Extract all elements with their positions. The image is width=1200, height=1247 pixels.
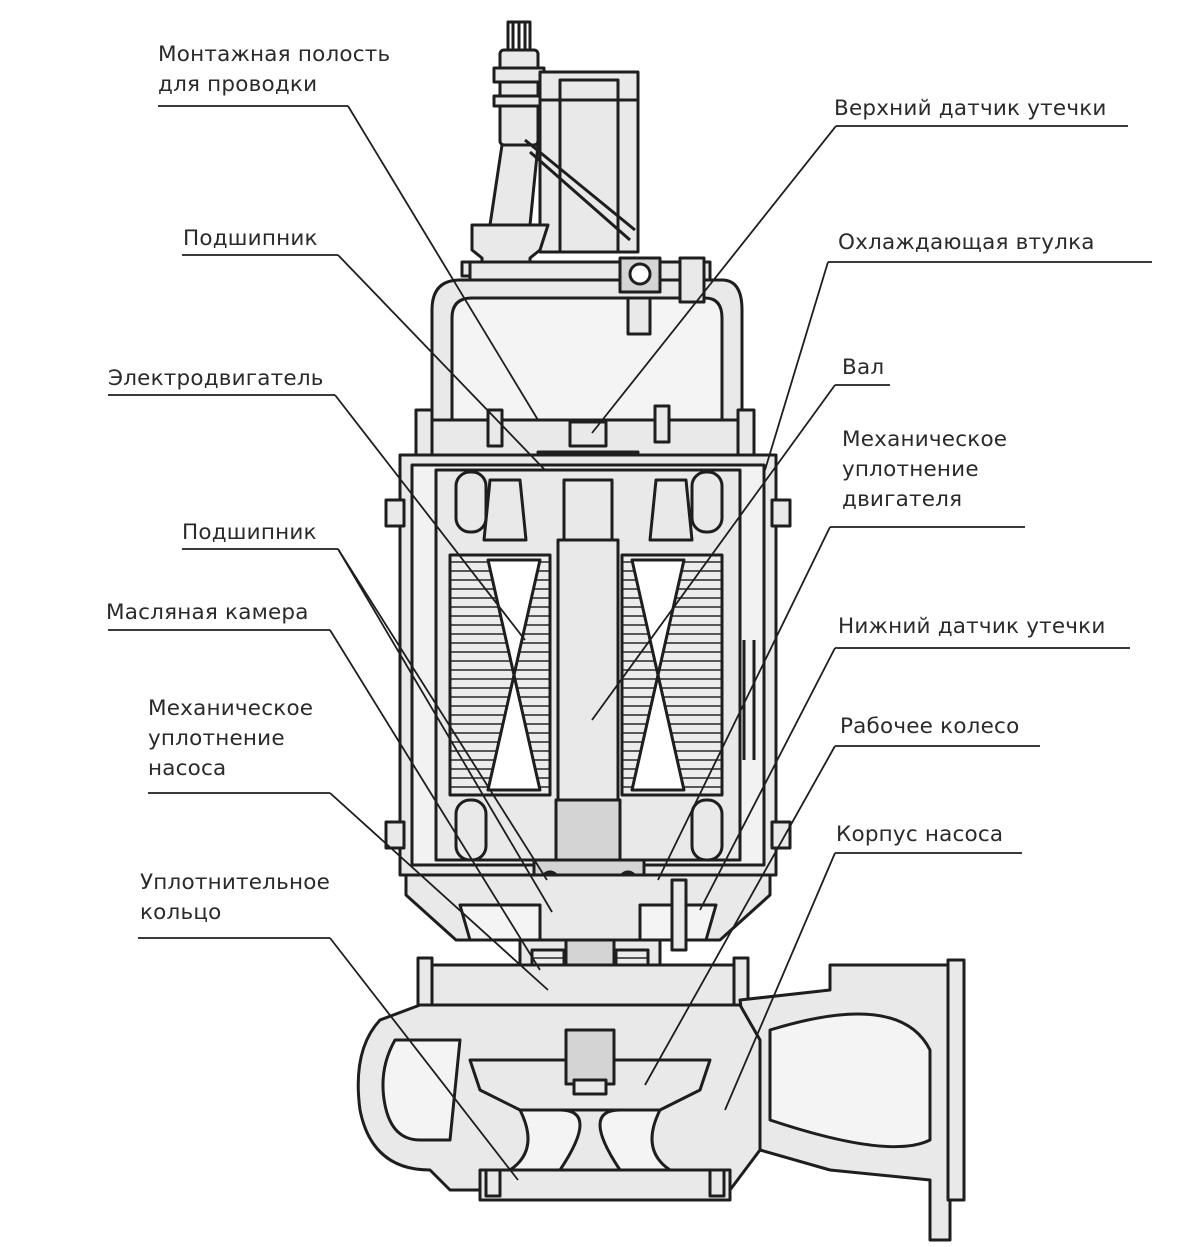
- label-lower-bearing: Подшипник: [182, 520, 317, 545]
- label-motor-mech-seal: Механическое уплотнение двигателя: [842, 427, 1008, 512]
- pump-flange: [416, 956, 750, 1010]
- label-shaft: Вал: [842, 355, 885, 380]
- label-cooling-jacket: Охлаждающая втулка: [838, 230, 1095, 255]
- label-pump-mech-seal: Механическое уплотнение насоса: [148, 696, 314, 781]
- label-upper-leak-sensor: Верхний датчик утечки: [834, 96, 1107, 121]
- label-impeller: Рабочее колесо: [840, 714, 1020, 739]
- leader-lines: [108, 105, 1152, 1181]
- label-motor: Электродвигатель: [108, 366, 324, 391]
- impeller: [468, 1028, 712, 1172]
- label-upper-bearing: Подшипник: [183, 226, 318, 251]
- stator: [448, 553, 724, 797]
- label-seal-ring: Уплотнительное кольцо: [140, 870, 331, 925]
- oil-chamber: [404, 873, 772, 952]
- label-oil-chamber: Масляная камера: [106, 600, 309, 625]
- top-cover: [430, 256, 744, 432]
- label-lower-leak-sensor: Нижний датчик утечки: [838, 614, 1106, 639]
- label-wiring-cavity: Монтажная полость для проводки: [158, 42, 391, 97]
- label-pump-casing: Корпус насоса: [836, 822, 1004, 847]
- power-cable: [488, 20, 546, 227]
- lifting-bracket: [524, 70, 640, 254]
- discharge-outlet: [738, 958, 966, 1242]
